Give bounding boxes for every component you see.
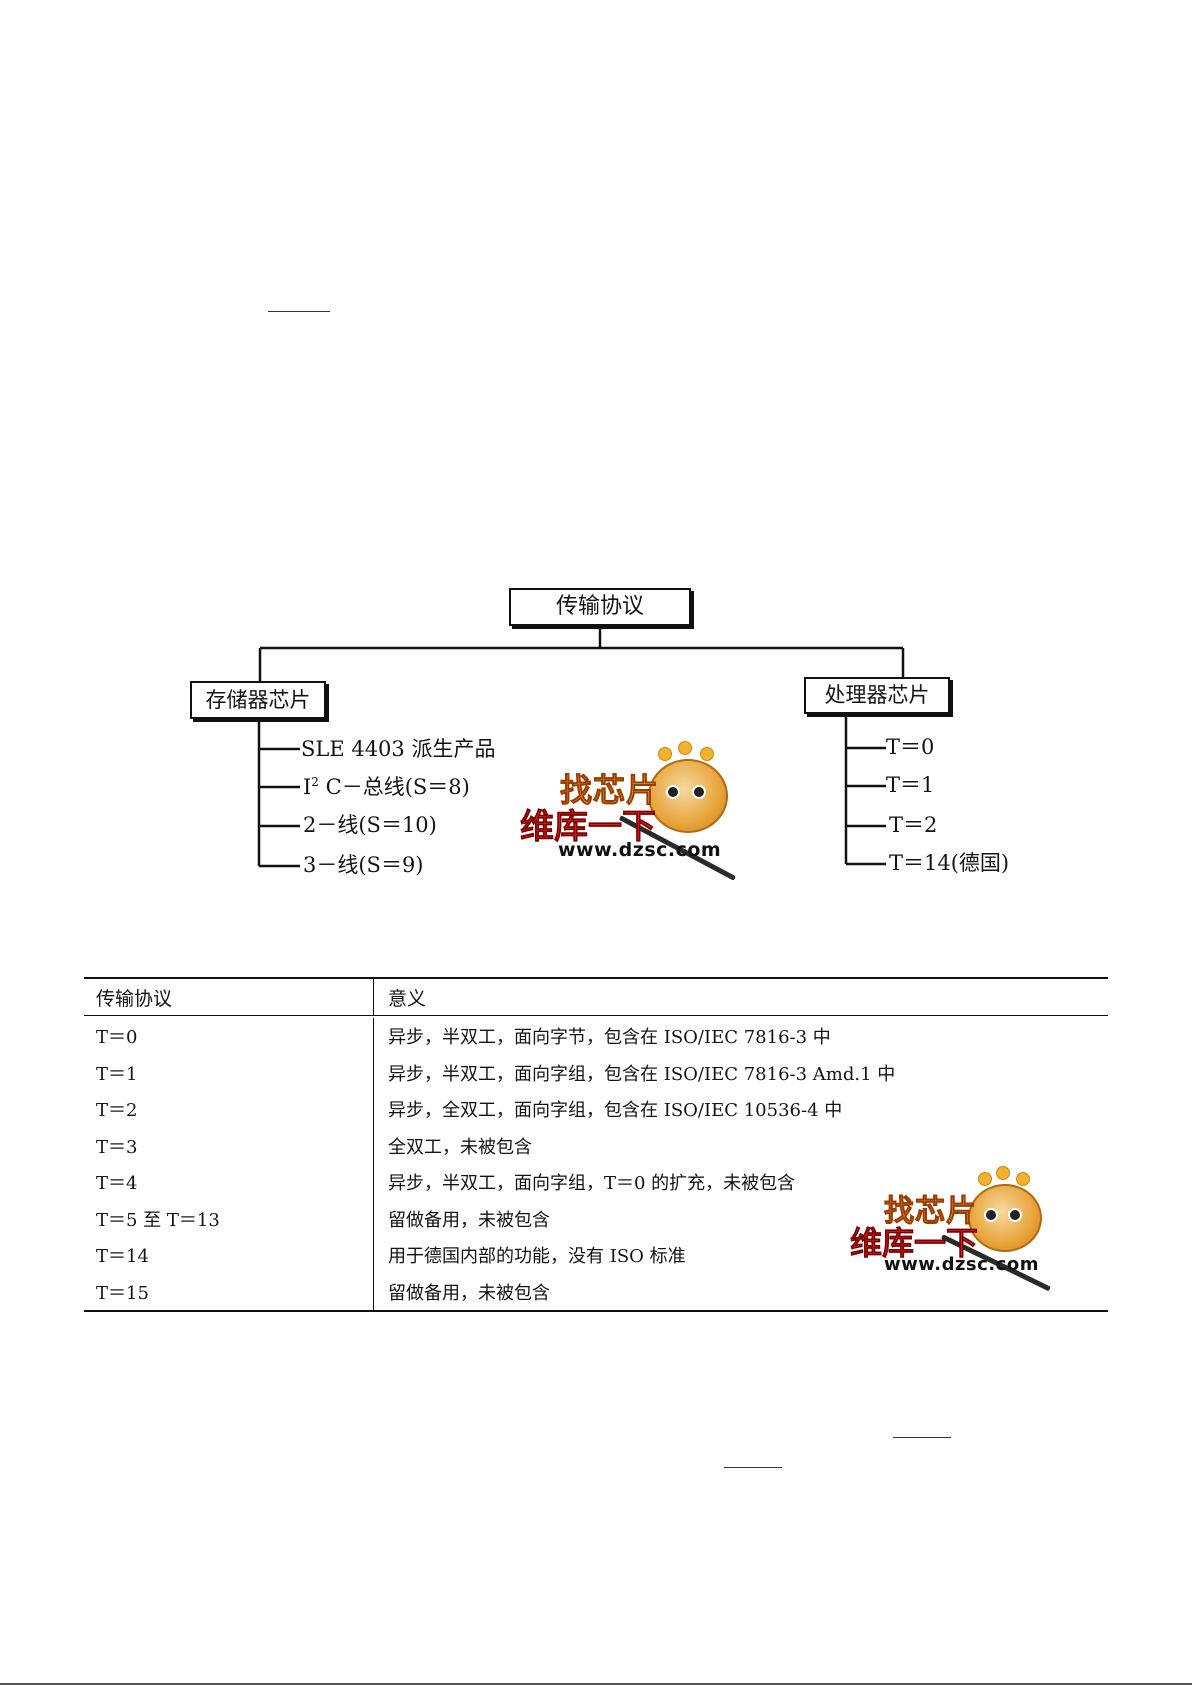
table-header-protocol: 传输协议: [84, 979, 374, 1015]
watermark-middle-text: 维库一下: [850, 1224, 979, 1263]
underline-mark-1: [268, 311, 330, 312]
table-cell-meaning: 异步，半双工，面向字节，包含在 ISO/IEC 7816-3 中: [388, 1027, 831, 1049]
underline-mark-3: [724, 1467, 782, 1468]
table-cell-protocol: T＝0: [84, 1018, 374, 1055]
memory-leaf-i2c: I2 C－总线(S＝8): [303, 776, 470, 798]
table-cell-protocol: T＝3: [84, 1127, 374, 1164]
table-cell-protocol: T＝2: [84, 1091, 374, 1128]
i2c-rest: C－总线(S＝8): [325, 775, 470, 799]
mascot-eye: [666, 785, 680, 799]
mascot-eye: [692, 785, 706, 799]
table-cell-meaning: 用于德国内部的功能，没有 ISO 标准: [388, 1246, 686, 1268]
table-row: T＝3 全双工，未被包含: [84, 1127, 1108, 1164]
table-cell-meaning: 留做备用，未被包含: [388, 1282, 550, 1304]
memory-leaf-sle4403: SLE 4403 派生产品: [301, 737, 496, 761]
watermark-top-text: 找芯片: [559, 771, 660, 810]
table-cell-meaning: 异步，全双工，面向字组，包含在 ISO/IEC 10536-4 中: [388, 1100, 843, 1122]
watermark-top-text: 找芯片: [884, 1194, 977, 1230]
processor-leaf-t0: T＝0: [886, 735, 935, 759]
processor-chip-node-box: 处理器芯片: [804, 677, 950, 714]
mascot-face: [968, 1184, 1042, 1252]
table-row: T＝15 留做备用，未被包含: [84, 1273, 1108, 1310]
crown-dot: [996, 1166, 1010, 1180]
watermark-url-text: www.dzsc.com: [884, 1254, 1039, 1275]
table-header-meaning: 意义: [388, 987, 427, 1010]
memory-leaf-2wire: 2－线(S＝10): [303, 813, 437, 837]
protocol-table: 传输协议 意义 T＝0 异步，半双工，面向字节，包含在 ISO/IEC 7816…: [84, 977, 1108, 1312]
table-cell-protocol: T＝1: [84, 1054, 374, 1091]
table-row: T＝4 异步，半双工，面向字组，T＝0 的扩充，未被包含: [84, 1164, 1108, 1201]
crown-dot: [978, 1172, 992, 1186]
underline-mark-2: [893, 1437, 951, 1438]
table-cell-protocol: T＝15: [84, 1273, 374, 1310]
table-header-row: 传输协议 意义: [84, 979, 1108, 1016]
memory-leaf-3wire: 3－线(S＝9): [303, 853, 424, 877]
memory-chip-node-box: 存储器芯片: [190, 681, 326, 719]
crown-dot: [700, 747, 714, 761]
watermark-middle-text: 维库一下: [520, 807, 657, 848]
table-cell-protocol: T＝14: [84, 1237, 374, 1274]
crown-dot: [1016, 1172, 1030, 1186]
watermark-logo-2: 找芯片 维库一下 www.dzsc.com: [850, 1166, 1080, 1292]
table-cell-meaning: 异步，半双工，面向字组，包含在 ISO/IEC 7816-3 Amd.1 中: [388, 1063, 896, 1085]
mascot-eye: [1008, 1208, 1022, 1222]
table-row: T＝5 至 T＝13 留做备用，未被包含: [84, 1200, 1108, 1237]
table-row: T＝14 用于德国内部的功能，没有 ISO 标准: [84, 1237, 1108, 1274]
crown-dot: [678, 741, 692, 755]
table-cell-protocol: T＝5 至 T＝13: [84, 1200, 374, 1237]
processor-leaf-t2: T＝2: [889, 813, 938, 837]
table-row: T＝2 异步，全双工，面向字组，包含在 ISO/IEC 10536-4 中: [84, 1091, 1108, 1128]
root-node-box: 传输协议: [509, 588, 691, 626]
i2c-superscript: 2: [311, 775, 319, 789]
table-row: T＝1 异步，半双工，面向字组，包含在 ISO/IEC 7816-3 Amd.1…: [84, 1054, 1108, 1091]
watermark-logo-1: 找芯片 维库一下 www.dzsc.com: [520, 741, 770, 881]
table-cell-meaning: 异步，半双工，面向字组，T＝0 的扩充，未被包含: [388, 1173, 796, 1195]
page-bottom-rule: [0, 1683, 1192, 1685]
watermark-url-text: www.dzsc.com: [558, 839, 722, 861]
crown-dot: [658, 747, 672, 761]
processor-leaf-t1: T＝1: [886, 773, 935, 797]
table-cell-meaning: 留做备用，未被包含: [388, 1209, 550, 1231]
i2c-prefix: I: [303, 775, 312, 799]
processor-leaf-t14: T＝14(德国): [889, 851, 1010, 875]
mascot-face: [648, 759, 728, 833]
mascot-eye: [984, 1208, 998, 1222]
table-cell-meaning: 全双工，未被包含: [388, 1136, 532, 1158]
table-cell-protocol: T＝4: [84, 1164, 374, 1201]
table-row: T＝0 异步，半双工，面向字节，包含在 ISO/IEC 7816-3 中: [84, 1018, 1108, 1055]
